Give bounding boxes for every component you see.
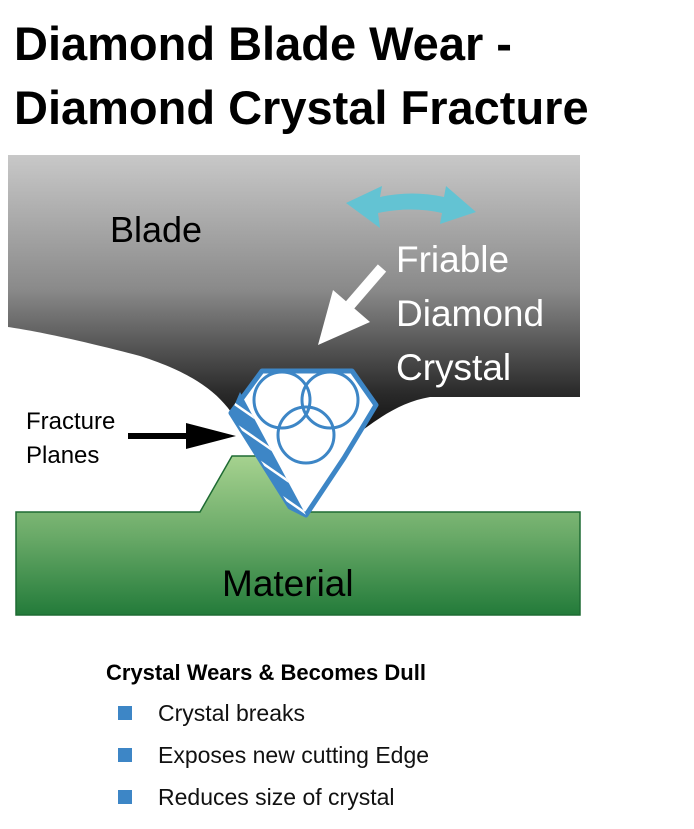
list-item: Reduces size of crystal — [106, 776, 429, 818]
square-bullet-icon — [118, 748, 132, 762]
fracture-pointer-arrow — [128, 423, 236, 449]
fracture-label-line-1: Fracture — [26, 408, 115, 435]
material-label: Material — [222, 563, 354, 604]
blade-wear-diagram: Blade Friable Diamond Crystal Fracture P… — [8, 155, 581, 616]
blade-label: Blade — [110, 209, 202, 250]
square-bullet-icon — [118, 790, 132, 804]
crystal-label-line-1: Friable — [396, 239, 509, 280]
title-line-1: Diamond Blade Wear - — [14, 17, 512, 70]
square-bullet-icon — [118, 706, 132, 720]
double-headed-curved-arrow-icon — [346, 186, 476, 228]
crystal-pointer-arrow — [318, 264, 387, 345]
fracture-label-line-2: Planes — [26, 442, 99, 469]
list-item: Crystal breaks — [106, 692, 429, 734]
list-item: Exposes new cutting Edge — [106, 734, 429, 776]
blade-body — [8, 155, 580, 453]
summary-heading: Crystal Wears & Becomes Dull — [106, 660, 426, 685]
title-line-2: Diamond Crystal Fracture — [14, 81, 589, 134]
list-item-label: Exposes new cutting Edge — [158, 741, 430, 768]
summary-section: Crystal Wears & Becomes Dull Crystal bre… — [106, 660, 429, 818]
list-item-label: Reduces size of crystal — [158, 783, 395, 810]
summary-list: Crystal breaks Exposes new cutting Edge … — [106, 692, 429, 818]
diamond-crystal — [228, 368, 379, 518]
crystal-label-line-2: Diamond — [396, 293, 544, 334]
list-item-label: Crystal breaks — [158, 699, 305, 726]
crystal-label-line-3: Crystal — [396, 347, 511, 388]
